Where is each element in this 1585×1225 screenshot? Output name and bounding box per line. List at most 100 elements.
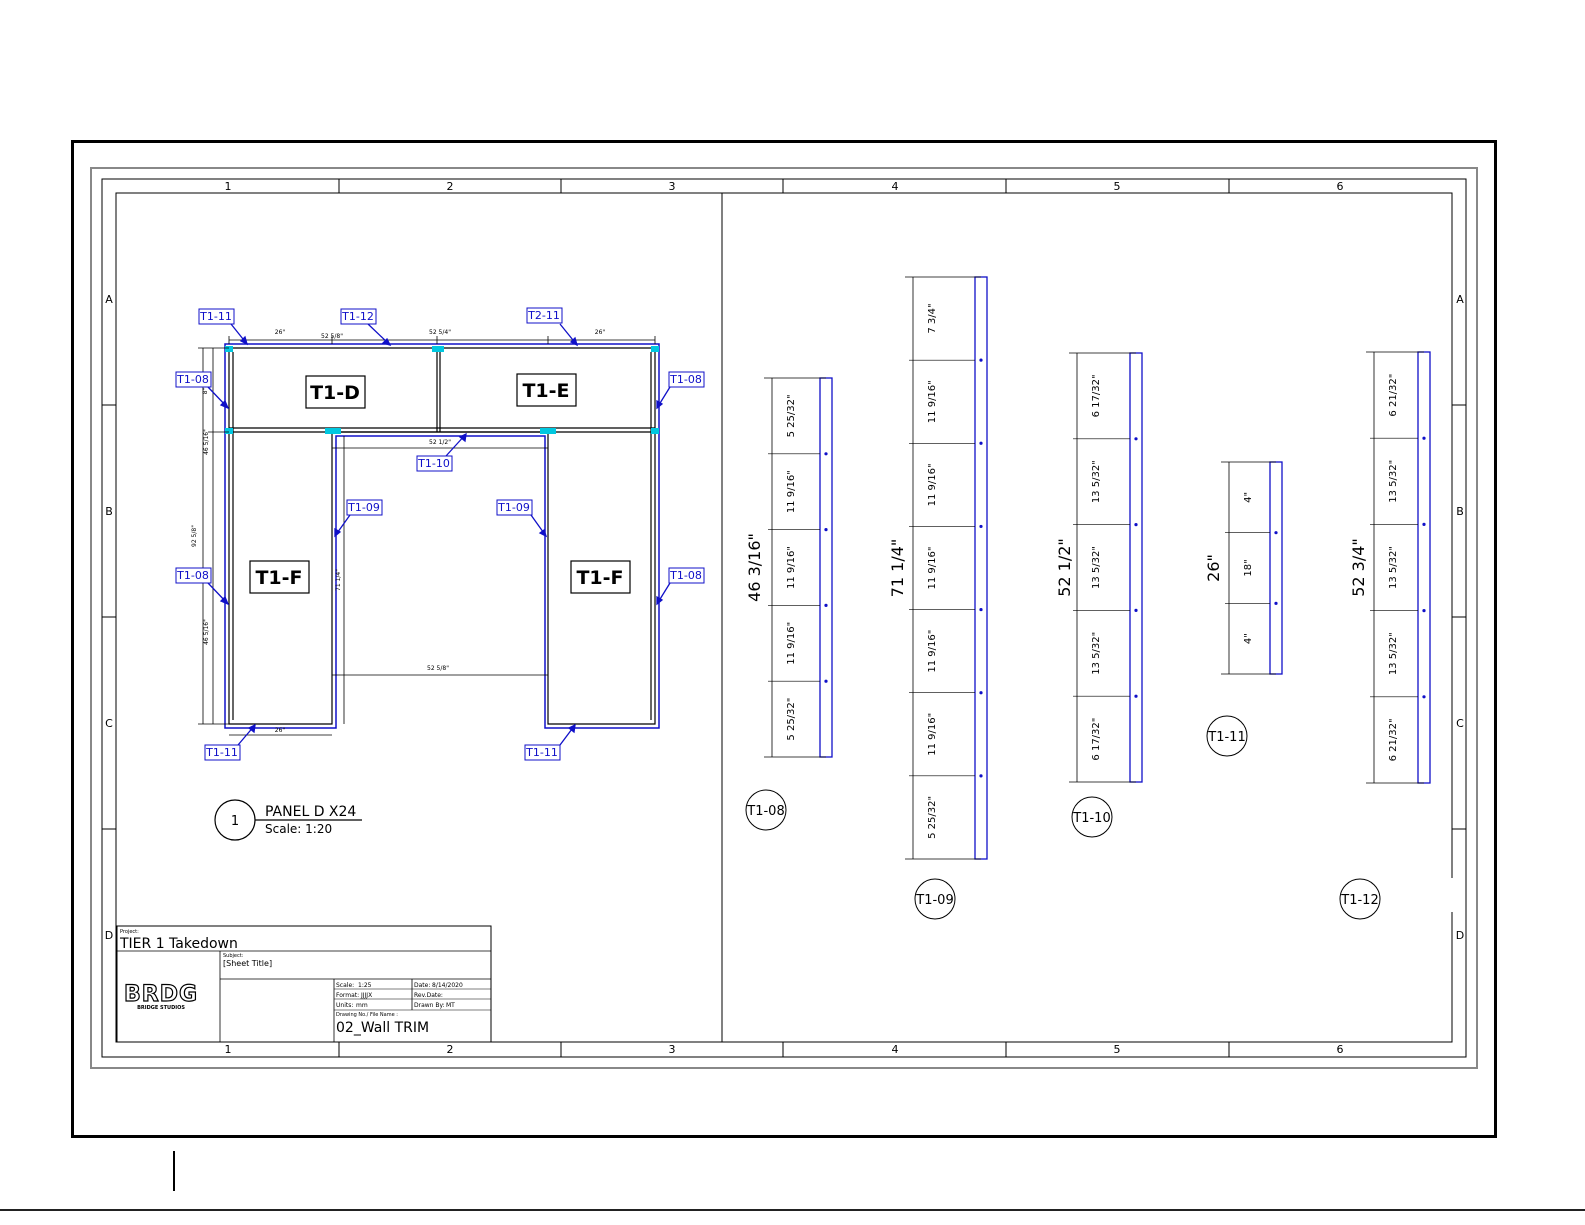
trim-tag-circle-4 [1339,878,1381,920]
col-label-3: 3 [669,180,676,193]
col-label-5-bottom: 5 [1114,1043,1121,1056]
subject-label: Subject: [223,953,244,959]
trim-hole-1-1 [979,358,983,362]
format-value: JJJJX [360,992,372,999]
row-label-a-right: A [1456,293,1464,306]
col-label-1-bottom: 1 [225,1043,232,1056]
trim-hole-3-2 [1274,601,1278,605]
tag-box-rm09 [496,499,533,516]
trim-seg-label-1-0: 7 3/4" [927,303,938,333]
trim-tag-circle-3 [1206,715,1248,757]
trim-seg-label-0-3: 11 9/16" [786,622,797,665]
trim-strip-1 [974,276,988,860]
trim-overall-3: 26" [1204,554,1223,582]
tag-box-bl [204,744,241,761]
block-e-label: T1-E [522,380,569,402]
col-label-2-bottom: 2 [447,1043,454,1056]
dim-side-c: 46 5/16" [203,619,210,645]
file-label: Drawing No./ File Name : [336,1012,398,1018]
trim-hole-2-2 [1134,523,1138,527]
trim-hole-3-1 [1274,531,1278,535]
view-title: 1 PANEL D X24 Scale: 1:20 [214,799,362,841]
tag-box-r2 [668,567,705,584]
tag-box-c10 [416,455,453,472]
trim-seg-label-2-3: 13 5/32" [1091,632,1102,675]
dim-side-a: 46 5/16" [203,429,210,455]
trim-hole-2-4 [1134,694,1138,698]
trim-hole-1-6 [979,774,983,778]
view-number: 1 [231,814,239,829]
tag-c10: T1-10 [417,457,450,470]
trim-seg-label-4-2: 13 5/32" [1388,546,1399,589]
row-label-d-right: D [1456,929,1464,942]
trim-strip-2 [1129,352,1143,783]
brdg-logo-sub: BRIDGE STUDIOS [137,1005,185,1011]
col-label-5: 5 [1114,180,1121,193]
dim-mid: 71 1/4" [335,569,342,591]
tag-rm09: T1-09 [497,501,530,514]
units-value: mm [356,1002,368,1009]
trim-overall-4: 52 3/4" [1349,538,1368,597]
trim-hole-0-1 [824,452,828,456]
block-e-box [516,373,577,407]
brdg-logo: BRDG [124,982,198,1007]
dim-bottom-left: 26" [275,727,286,734]
trim-seg-label-1-1: 11 9/16" [927,380,938,423]
scale-value: 1:25 [358,982,372,989]
trim-tag-1: T1-09 [915,893,953,908]
trim-overall-0: 46 3/16" [745,533,764,602]
trim-strip-3 [1269,461,1283,675]
tag-l1: T1-08 [176,373,209,386]
format-label: Format: [336,992,359,999]
sheet-outer-border [90,167,1478,1069]
trim-seg-label-3-1: 18" [1243,559,1254,576]
column-dividers [102,179,1466,1057]
file-name: 02_Wall TRIM [336,1020,429,1036]
date-value: 8/14/2020 [432,982,463,989]
trim-hole-2-3 [1134,608,1138,613]
block-f2-box [570,560,631,594]
row-label-d: D [105,929,113,942]
row-label-c-right: C [1456,717,1464,730]
row-label-b: B [105,505,113,518]
viewer-frame [71,140,1497,1138]
trim-strip-0 [819,377,833,758]
trim-hole-1-2 [979,441,983,445]
tag-box-br [524,744,561,761]
subject-value: [Sheet Title] [223,959,272,968]
trim-seg-label-1-3: 11 9/16" [927,547,938,590]
trim-seg-label-1-4: 11 9/16" [927,630,938,673]
scale-label: Scale: [336,982,354,989]
trim-seg-label-2-0: 6 17/32" [1091,374,1102,417]
block-d-box [305,375,366,409]
view-scale: Scale: 1:20 [265,822,332,836]
trim-hole-2-1 [1134,437,1138,441]
trim-seg-label-0-4: 5 25/32" [786,698,797,741]
rev-label: Rev.Date: [414,992,443,999]
project-name: TIER 1 Takedown [119,936,238,952]
trim-seg-label-0-0: 5 25/32" [786,394,797,437]
trim-seg-label-1-6: 5 25/32" [927,796,938,839]
units-label: Units: [336,1002,353,1009]
row-label-b-right: B [1456,505,1464,518]
view-name: PANEL D X24 [265,804,356,820]
trim-hole-4-1 [1422,436,1426,440]
trim-tag-3: T1-11 [1207,730,1245,745]
project-label: Project: [120,929,139,935]
tag-box-tl [198,308,235,325]
tag-lm09: T1-09 [347,501,380,514]
tag-r2: T1-08 [669,569,702,582]
col-label-6-bottom: 6 [1337,1043,1344,1056]
col-label-4: 4 [892,180,899,193]
block-f1-label: T1-F [255,567,302,589]
trim-details: 5 25/32" 11 9/16" 11 9/16" 11 9/16" 5 25/32"… [745,276,1431,920]
tag-bl: T1-11 [205,746,238,759]
drawn-value: MT [446,1002,455,1009]
trim-tag-circle-0 [745,789,787,831]
trim-seg-label-0-1: 11 9/16" [786,470,797,513]
sheet-border [101,178,1467,1058]
trim-seg-label-0-2: 11 9/16" [786,546,797,589]
trim-tag-circle-2 [1071,796,1113,838]
row-label-c: C [105,717,113,730]
